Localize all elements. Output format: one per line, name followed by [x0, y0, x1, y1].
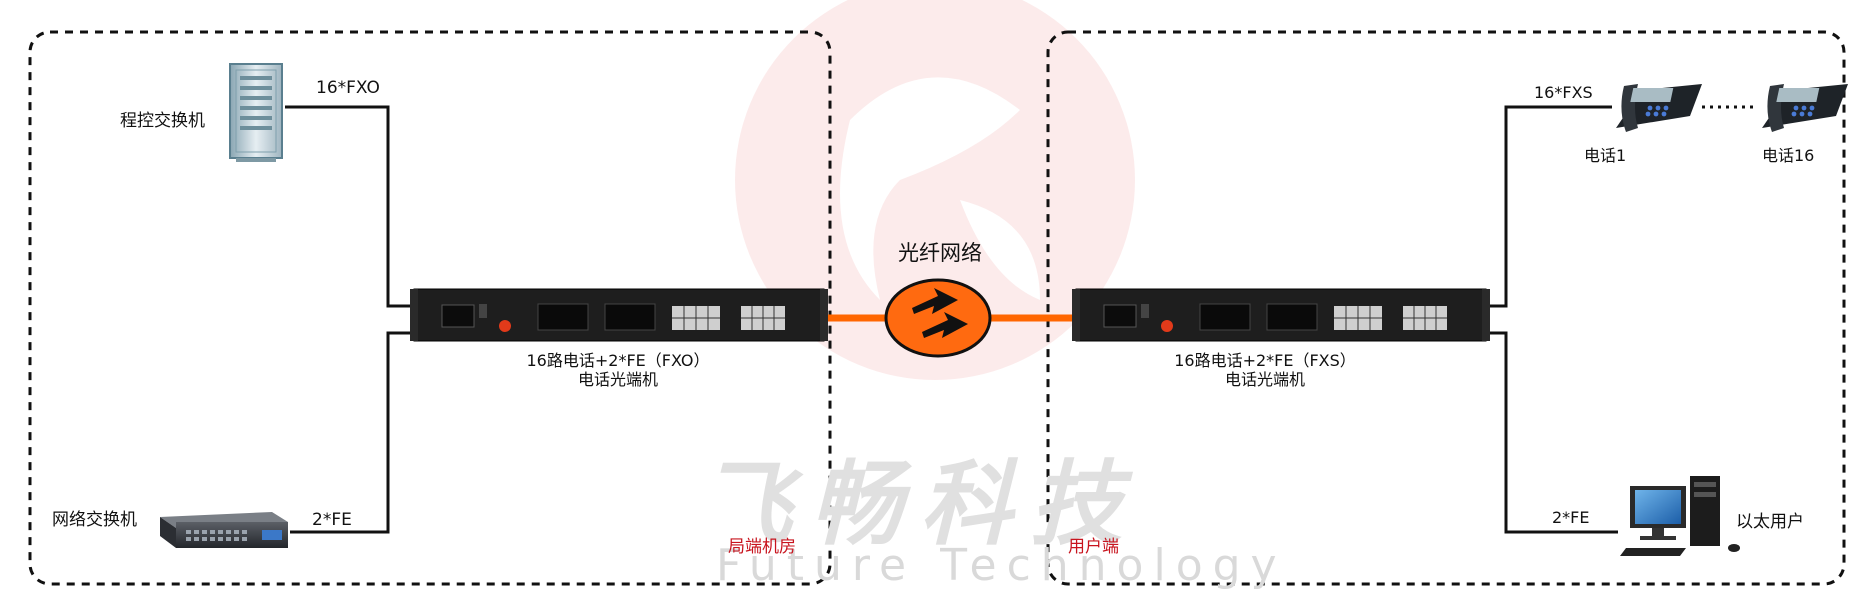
phone-1-label: 电话1 — [1584, 146, 1627, 165]
watermark-cn: 飞畅科技 — [700, 450, 1141, 558]
user-zone-label: 用户端 — [1068, 537, 1119, 557]
left-device-line1: 16路电话+2*FE（FXO） — [526, 351, 710, 370]
phones-port-label: 16*FXS — [1534, 83, 1593, 102]
switch-port-label: 2*FE — [312, 510, 352, 530]
office-zone-border — [28, 30, 832, 586]
right-optical-terminal — [1072, 288, 1490, 342]
switch-link — [290, 331, 420, 534]
fiber-network-icon — [884, 278, 992, 358]
phone-1-icon — [1616, 84, 1702, 132]
switch-label: 网络交换机 — [52, 510, 137, 530]
fiber-network-label: 光纤网络 — [898, 241, 982, 265]
pc-port-label: 2*FE — [1552, 508, 1590, 527]
phones-link — [1483, 105, 1612, 308]
office-zone-label: 局端机房 — [728, 537, 796, 557]
watermark-en: Future Technology — [716, 540, 1287, 591]
pc-icon — [1620, 476, 1740, 556]
pbx-cabinet-icon — [229, 63, 283, 162]
pbx-link — [285, 105, 420, 308]
pbx-port-label: 16*FXO — [316, 78, 380, 98]
pc-link — [1483, 331, 1618, 534]
phone-16-label: 电话16 — [1762, 146, 1815, 165]
pc-label: 以太用户 — [1736, 512, 1804, 532]
right-device-line2: 电话光端机 — [1224, 370, 1306, 389]
left-optical-terminal — [410, 288, 828, 342]
network-switch-icon — [160, 512, 288, 548]
user-zone-border — [1046, 30, 1846, 586]
watermark-logo — [735, 0, 1135, 380]
phone-16-icon — [1762, 84, 1848, 132]
left-device-line2: 电话光端机 — [577, 370, 659, 389]
pbx-label: 程控交换机 — [120, 111, 205, 131]
right-device-line1: 16路电话+2*FE（FXS） — [1174, 351, 1356, 370]
